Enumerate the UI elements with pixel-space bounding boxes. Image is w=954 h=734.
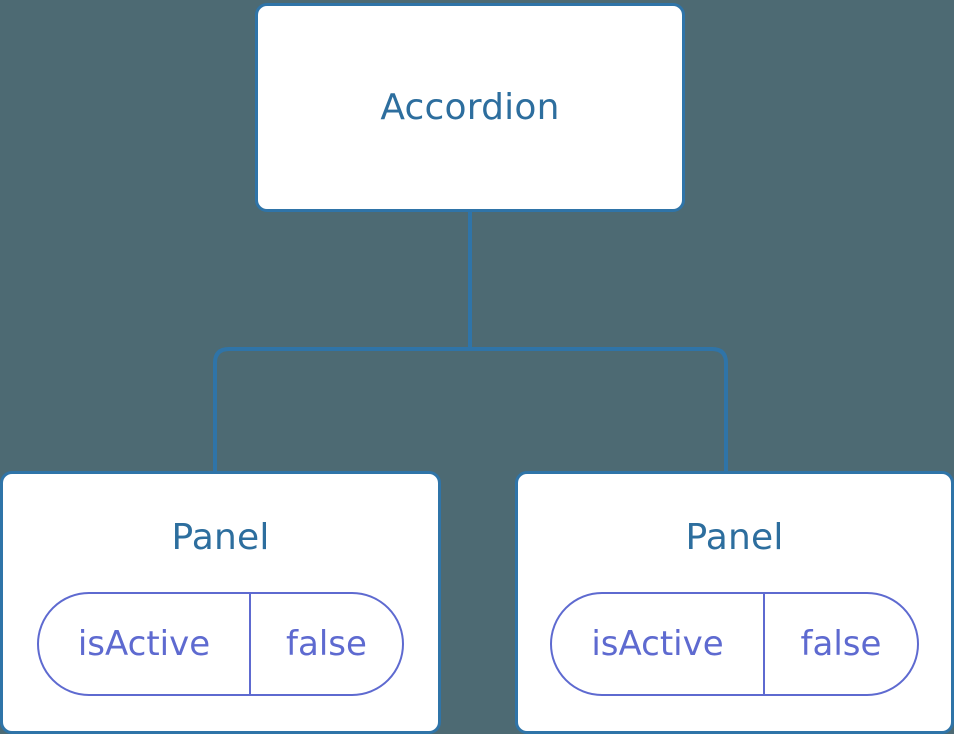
- prop-key: isActive: [39, 594, 251, 694]
- node-panel-1[interactable]: Panel isActive false: [515, 471, 954, 734]
- edge-branch-left: [213, 347, 470, 474]
- node-accordion[interactable]: Accordion: [255, 3, 685, 212]
- edge-branch-right: [470, 347, 728, 474]
- node-panel-0[interactable]: Panel isActive false: [0, 471, 441, 734]
- prop-value: false: [800, 624, 882, 664]
- prop-key: isActive: [552, 594, 765, 694]
- prop-pill[interactable]: isActive false: [550, 592, 919, 696]
- node-title: Accordion: [380, 86, 560, 128]
- node-title: Panel: [171, 517, 270, 558]
- node-title: Panel: [685, 517, 784, 558]
- prop-value: false: [286, 624, 367, 664]
- prop-pill[interactable]: isActive false: [37, 592, 404, 696]
